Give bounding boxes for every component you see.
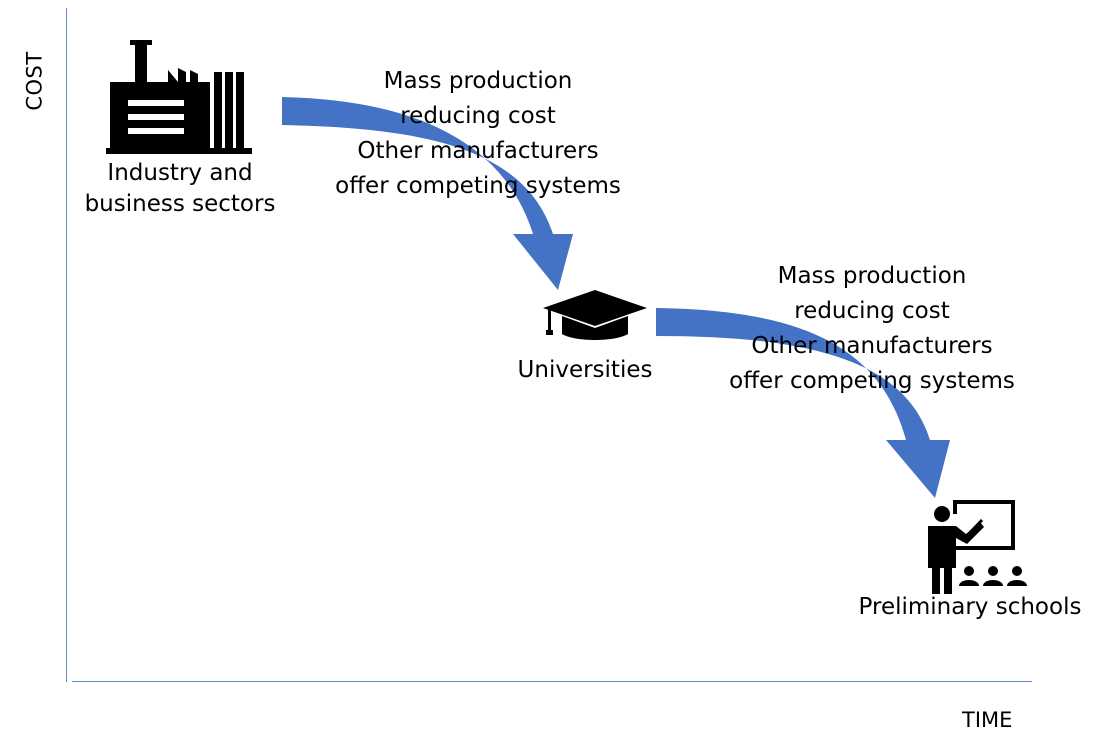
transition-note-1-line-4: offer competing systems [335,173,621,199]
stage-schools-label: Preliminary schools [845,592,1095,623]
stage-industry-line-2: business sectors [84,191,276,217]
x-axis-label: TIME [962,708,1013,732]
x-axis-line [72,681,1032,682]
stage-industry-line-1: Industry and [107,160,253,186]
transition-note-2-line-3: Other manufacturers [751,333,993,359]
transition-note-1-line-1: Mass production [383,68,573,94]
transition-note-1-line-3: Other manufacturers [357,138,599,164]
teacher-classroom-icon [928,500,1027,594]
stage-universities-label: Universities [490,355,680,386]
transition-note-2-line-1: Mass production [777,263,967,289]
stage-universities-line-1: Universities [517,357,653,383]
transition-arrow-2 [656,308,950,498]
transition-arrow-1 [282,97,573,290]
transition-note-2: Mass production reducing cost Other manu… [712,259,1032,399]
transition-note-2-line-2: reducing cost [794,298,950,324]
transition-note-2-line-4: offer competing systems [729,368,1015,394]
transition-note-1: Mass production reducing cost Other manu… [318,64,638,204]
graduation-cap-icon [543,290,647,340]
stage-industry-label: Industry and business sectors [60,158,300,220]
transition-note-1-line-2: reducing cost [400,103,556,129]
y-axis-line [66,8,67,682]
stage-schools-line-1: Preliminary schools [858,594,1082,620]
factory-icon [106,40,252,154]
